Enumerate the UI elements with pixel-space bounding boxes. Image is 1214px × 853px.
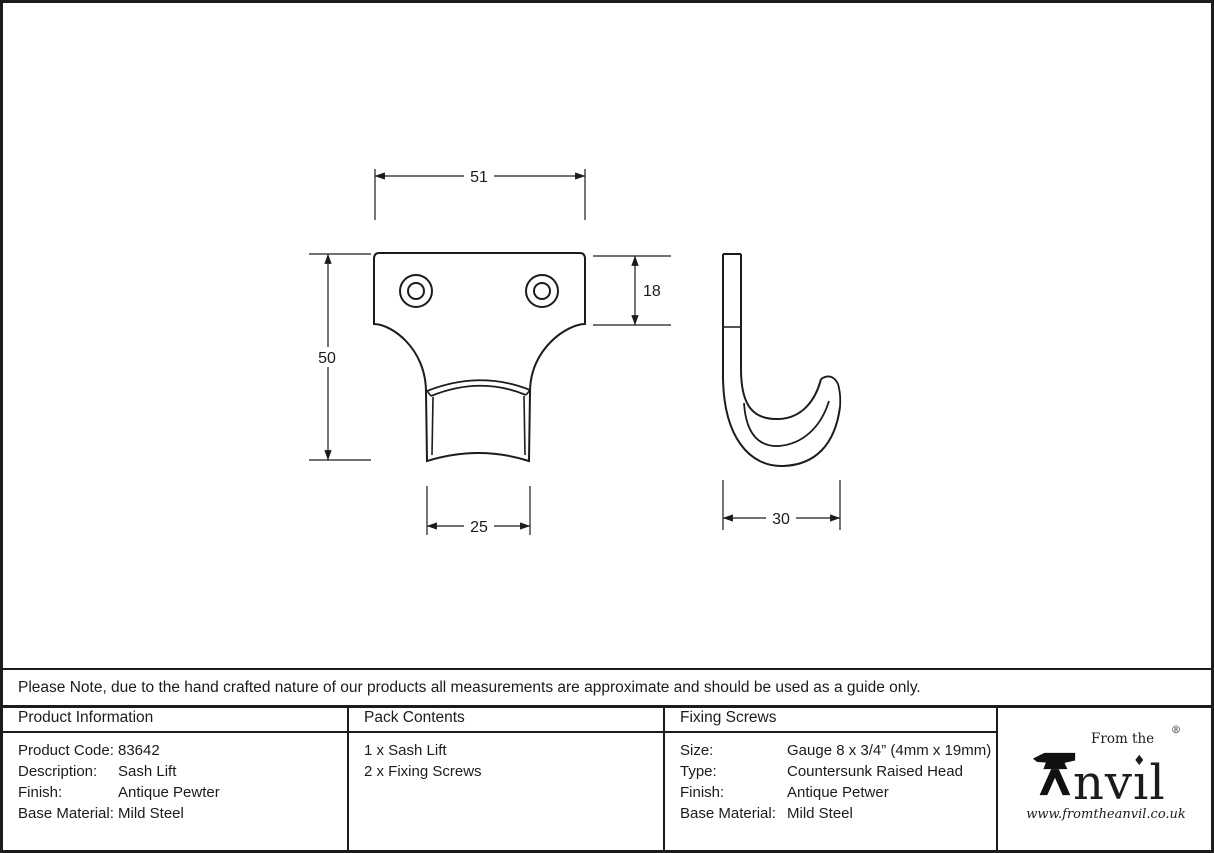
hook-strap bbox=[722, 253, 742, 371]
finish-value: Antique Pewter bbox=[118, 784, 220, 801]
hook-middle-curve bbox=[743, 400, 830, 447]
measurement-note-text: Please Note, due to the hand crafted nat… bbox=[18, 678, 921, 696]
screw-size-value: Gauge 8 x 3/4” (4mm x 19mm) bbox=[787, 742, 992, 759]
logo-tagline: From the bbox=[1091, 731, 1155, 747]
product-information-header: Product Information bbox=[3, 705, 347, 733]
pack-contents-column: Pack Contents 1 x Sash Lift 2 x Fixing S… bbox=[349, 705, 665, 850]
pack-item: 1 x Sash Lift bbox=[364, 742, 447, 759]
hook-tip-face bbox=[820, 375, 842, 408]
fixing-screws-header: Fixing Screws bbox=[665, 705, 996, 733]
description-value: Sash Lift bbox=[118, 763, 177, 780]
technical-drawing-area: 51 18 50 25 bbox=[3, 3, 1211, 665]
dimension-projection-30: 30 bbox=[722, 480, 841, 530]
technical-drawing-svg: 51 18 50 25 bbox=[309, 166, 842, 536]
screw-hole-right-inner bbox=[533, 282, 551, 300]
base-material-value: Mild Steel bbox=[118, 805, 184, 822]
screw-base-material-value: Mild Steel bbox=[787, 805, 853, 822]
diamond-i-dot-icon: ♦ bbox=[1133, 753, 1146, 769]
base-material-label: Base Material: bbox=[18, 805, 114, 822]
table-row: Finish: Antique Pewter bbox=[18, 782, 347, 803]
registered-trademark-icon: ® bbox=[1171, 725, 1181, 736]
screw-hole-left-inner bbox=[407, 282, 425, 300]
screw-finish-label: Finish: bbox=[680, 784, 725, 801]
product-information-column: Product Information Product Code: 83642 … bbox=[3, 705, 349, 850]
pack-item: 2 x Fixing Screws bbox=[364, 763, 482, 780]
dimension-lift-25: 25 bbox=[426, 486, 531, 536]
brand-letter-i: ı♦ bbox=[1133, 753, 1150, 811]
finish-label: Finish: bbox=[18, 784, 63, 801]
front-plate-outline bbox=[373, 252, 586, 463]
ext-lines bbox=[309, 253, 371, 461]
dimension-width-51: 51 bbox=[374, 166, 586, 220]
logo-website: www.fromtheanvil.co.uk bbox=[1026, 807, 1186, 822]
brand-logo-cell: From the nvı♦l ® www.fromtheanvil.co.uk bbox=[998, 705, 1211, 850]
screw-hole-left-outer bbox=[399, 274, 433, 308]
table-row: Size: Gauge 8 x 3/4” (4mm x 19mm) bbox=[680, 740, 996, 761]
table-row: Product Code: 83642 bbox=[18, 740, 347, 761]
dimension-height-50: 50 bbox=[309, 253, 371, 461]
table-row: Base Material: Mild Steel bbox=[18, 803, 347, 824]
dim-label-18: 18 bbox=[643, 283, 661, 300]
saddle-end-caps bbox=[426, 389, 531, 397]
fixing-screws-body: Size: Gauge 8 x 3/4” (4mm x 19mm) Type: … bbox=[665, 733, 996, 824]
measurement-note-bar: Please Note, due to the hand crafted nat… bbox=[3, 668, 1211, 708]
side-view bbox=[721, 253, 842, 468]
from-the-anvil-logo: From the nvı♦l ® www.fromtheanvil.co.uk bbox=[1026, 723, 1186, 835]
screw-hole-right-outer bbox=[525, 274, 559, 308]
screw-finish-value: Antique Petwer bbox=[787, 784, 889, 801]
screw-type-value: Countersunk Raised Head bbox=[787, 763, 963, 780]
lift-inner-walls bbox=[431, 395, 526, 456]
product-information-body: Product Code: 83642 Description: Sash Li… bbox=[3, 733, 347, 824]
spec-table: Product Information Product Code: 83642 … bbox=[3, 705, 1211, 850]
anvil-icon bbox=[1032, 752, 1076, 796]
dim-label-30: 30 bbox=[772, 511, 790, 528]
hook-inner-curve bbox=[740, 368, 822, 421]
pack-contents-body: 1 x Sash Lift 2 x Fixing Screws bbox=[349, 733, 663, 782]
table-row: Type: Countersunk Raised Head bbox=[680, 761, 996, 782]
description-label: Description: bbox=[18, 763, 98, 780]
dim-label-51: 51 bbox=[470, 169, 488, 186]
lift-saddle-lower-arc bbox=[430, 384, 527, 397]
front-view bbox=[373, 252, 586, 463]
screw-base-material-label: Base Material: bbox=[680, 805, 776, 822]
logo-brand-word: nvı♦l bbox=[1073, 754, 1166, 807]
table-row: Base Material: Mild Steel bbox=[680, 803, 996, 824]
pack-contents-header: Pack Contents bbox=[349, 705, 663, 733]
fixing-screws-column: Fixing Screws Size: Gauge 8 x 3/4” (4mm … bbox=[665, 705, 998, 850]
dim-label-25: 25 bbox=[470, 519, 488, 536]
table-row: Description: Sash Lift bbox=[18, 761, 347, 782]
hook-outer-curve bbox=[721, 370, 841, 468]
brand-i-stem: ı bbox=[1133, 755, 1150, 811]
brand-letters-nv: nv bbox=[1073, 755, 1134, 811]
product-code-value: 83642 bbox=[118, 742, 160, 759]
table-row: Finish: Antique Petwer bbox=[680, 782, 996, 803]
dimension-plate-18: 18 bbox=[593, 255, 671, 326]
brand-letter-l: l bbox=[1149, 755, 1166, 811]
screw-size-label: Size: bbox=[680, 742, 714, 759]
product-code-label: Product Code: bbox=[18, 742, 114, 759]
screw-type-label: Type: bbox=[680, 763, 717, 780]
dim-label-50: 50 bbox=[318, 350, 336, 367]
lift-saddle-upper-arc bbox=[426, 379, 531, 392]
